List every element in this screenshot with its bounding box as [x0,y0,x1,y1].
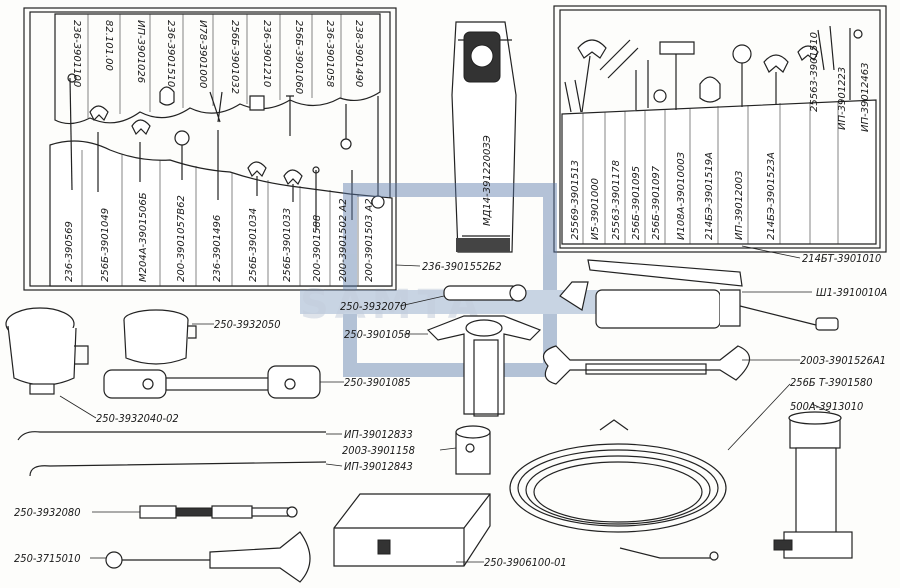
left-roll-top-labels: 236-3901100 82.101.00 ИП-3901026 236-390… [71,20,364,94]
callout-label: 250-3901058 [344,328,411,341]
callout-label: 250-3932040-02 [96,412,179,425]
callout-label: 250-3932050 [214,318,281,331]
roll-label: 236-3901496 [212,215,223,282]
flat-double-wrench [542,345,751,385]
callout-label: 200З-3901526А1 [800,354,886,367]
extension-bar [443,284,527,302]
roll-label: И108А-3901000З [676,151,687,240]
roll-label: 236-390569 [64,221,75,282]
roll-label: 256Б-3901095 [631,166,642,240]
right-roll-labels: 25569-3901513 И5-3901000 25563-3901178 2… [570,32,871,240]
roll-label: 214БЭ-3901523А [766,152,777,240]
roll-label: 236-3901100 [71,20,82,87]
coiled-hose [509,419,727,561]
roll-label: ИП-3901223 [837,67,848,130]
roll-label: 238-3901490 [353,20,364,87]
right-tool-roll [553,5,887,253]
roll-label: 25569-3901513 [570,160,581,240]
roll-label: 200-3901502 А2 [338,198,349,282]
callout-label: ИП-39012833 [344,428,413,441]
callout-label: 250-3906100-01 [484,556,567,569]
left-roll-bottom-labels: 236-390569 256Б-3901049 М204А-3901506Б 2… [64,192,375,282]
nut-socket [455,425,491,475]
roll-label: И5-3901000 [590,178,601,240]
roll-label: ИП-39012463 [860,62,871,132]
pouch-label: МД14-3912200ЗЭ [482,135,493,226]
roll-label: 256Б-3901034 [248,208,259,282]
roll-label: 200-3901057В62 [176,195,187,282]
callout-labels: 214БТ-3901010 Ш1-3910010А 200З-3901526А1… [14,252,888,569]
roll-label: 214БЭ-3901519А [704,152,715,240]
roll-label: 256Б-3901060 [293,20,304,94]
pail [5,307,89,395]
roll-label: 236-3901510 [165,20,176,87]
left-tool-roll [23,7,397,291]
callout-label: 250-3932070 [340,300,407,313]
callout-label: 500А-3913010 [790,400,863,413]
roll-label: И78-3901000 [197,20,208,88]
roll-label: 256Б-3901097 [651,165,662,240]
roll-label: 82.101.00 [103,20,114,71]
box-wrench [103,365,321,399]
callout-label: 236-3901552Б2 [422,260,502,273]
callout-label: 250-3932080 [14,506,81,519]
roll-label: 256Б-3901033 [282,208,293,282]
roll-label: М204А-3901506Б [138,192,149,282]
wheel-nut-key [426,315,542,417]
roll-label: 256Б-3901049 [100,208,111,282]
bottle-jack [773,411,853,559]
roll-label: 236-3901058 [324,20,335,87]
tyre-inflation-hose [139,505,298,519]
tool-case [333,493,491,567]
leader-lines [59,245,831,563]
bucket [123,309,197,365]
callout-label: 256Б Т-3901580 [790,376,873,389]
callout-label: 250-3901085 [344,376,411,389]
roll-label: 200-3901588 [312,215,323,282]
roll-label: 25563-3901510 [809,32,820,112]
pry-bars [17,431,327,477]
tool-pouch [451,21,517,253]
callout-label: 200З-3901158 [342,444,415,457]
callout-label: ИП-39012843 [344,460,413,473]
roll-label: 256Б-3901032 [229,20,240,94]
signal-horn [105,531,311,583]
roll-label: 236-3901210 [261,20,272,87]
roll-label: 25563-3901178 [611,160,622,240]
grease-gun [559,259,839,331]
roll-label: 200-3901503 А2 [364,198,375,282]
callout-label: 250-3715010 [14,552,81,565]
callout-label: Ш1-3910010А [816,286,888,299]
callout-label: 214БТ-3901010 [802,252,881,265]
roll-label: ИП-39012003 [734,170,745,240]
roll-label: ИП-3901026 [135,20,146,83]
